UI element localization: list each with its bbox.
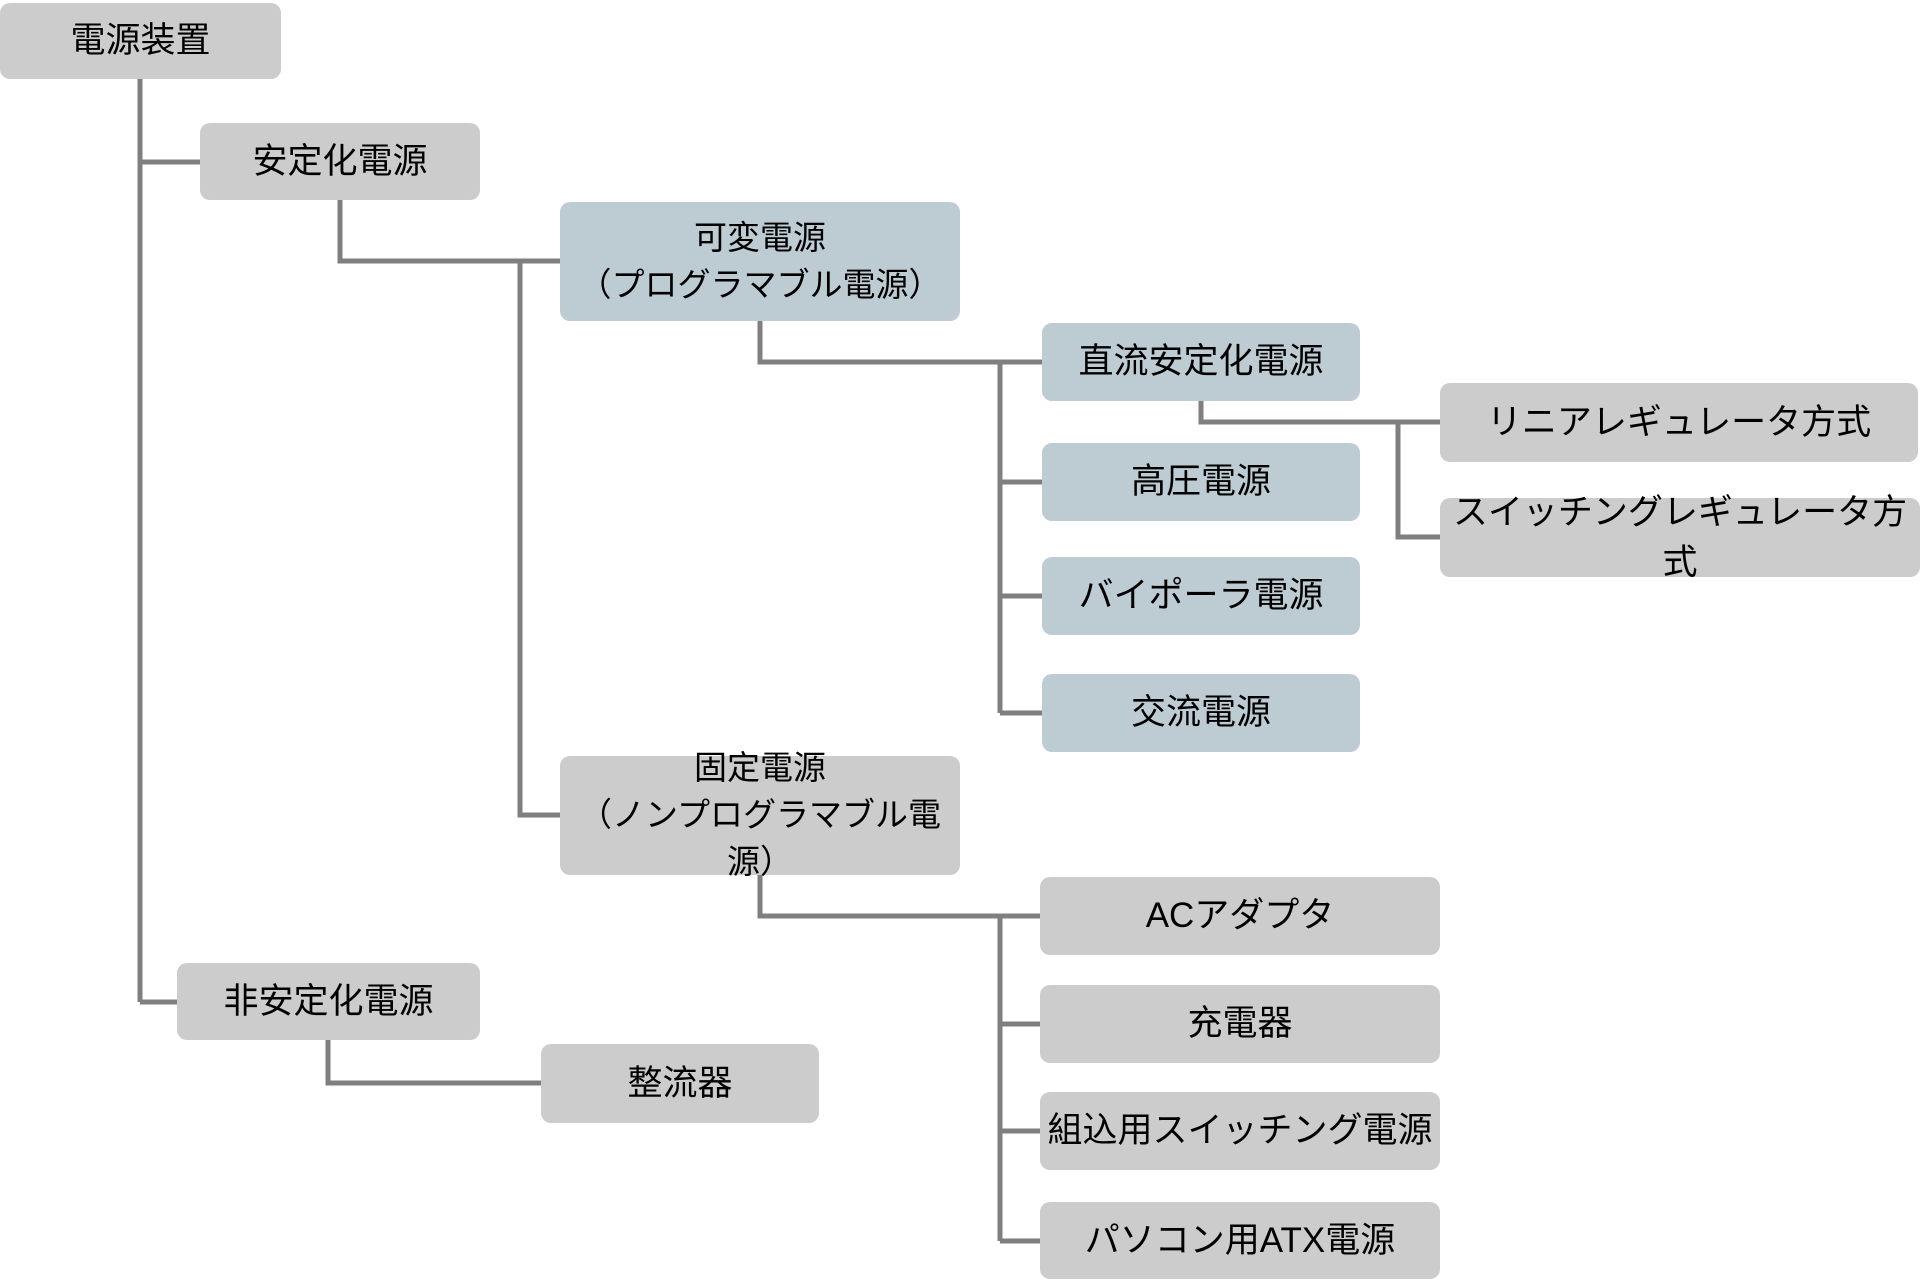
node-embedded-switching: 組込用スイッチング電源 xyxy=(1040,1092,1440,1170)
node-stabilized: 安定化電源 xyxy=(200,123,480,200)
node-high-voltage: 高圧電源 xyxy=(1042,443,1360,521)
connector-dc-to-linear xyxy=(1198,401,1440,425)
node-bipolar: バイポーラ電源 xyxy=(1042,557,1360,635)
connector-stabilized-to-variable xyxy=(337,200,560,264)
node-linear-regulator: リニアレギュレータ方式 xyxy=(1440,383,1918,462)
node-power-supply: 電源装置 xyxy=(0,3,281,79)
node-charger: 充電器 xyxy=(1040,985,1440,1063)
node-switching-regulator: スイッチングレギュレータ方式 xyxy=(1440,493,1920,582)
node-unstabilized: 非安定化電源 xyxy=(177,963,480,1040)
node-ac-adapter: ACアダプタ xyxy=(1040,877,1440,955)
connector-unstabilized-to-rectifier xyxy=(325,1040,541,1086)
node-pc-atx: パソコン用ATX電源 xyxy=(1040,1202,1440,1279)
connector-fixed-to-adapter xyxy=(757,875,1040,919)
node-ac-power: 交流電源 xyxy=(1042,674,1360,752)
node-rectifier: 整流器 xyxy=(541,1044,819,1123)
connector-spine-to-fixed xyxy=(517,261,560,818)
node-dc-stabilized: 直流安定化電源 xyxy=(1042,323,1360,401)
connector-variable-to-dc xyxy=(757,321,1042,365)
connector-to-switching xyxy=(1395,422,1440,540)
node-fixed-nonprogrammable: 固定電源 （ノンプログラマブル電源） xyxy=(560,749,960,880)
node-variable-programmable: 可変電源 （プログラマブル電源） xyxy=(560,202,960,321)
